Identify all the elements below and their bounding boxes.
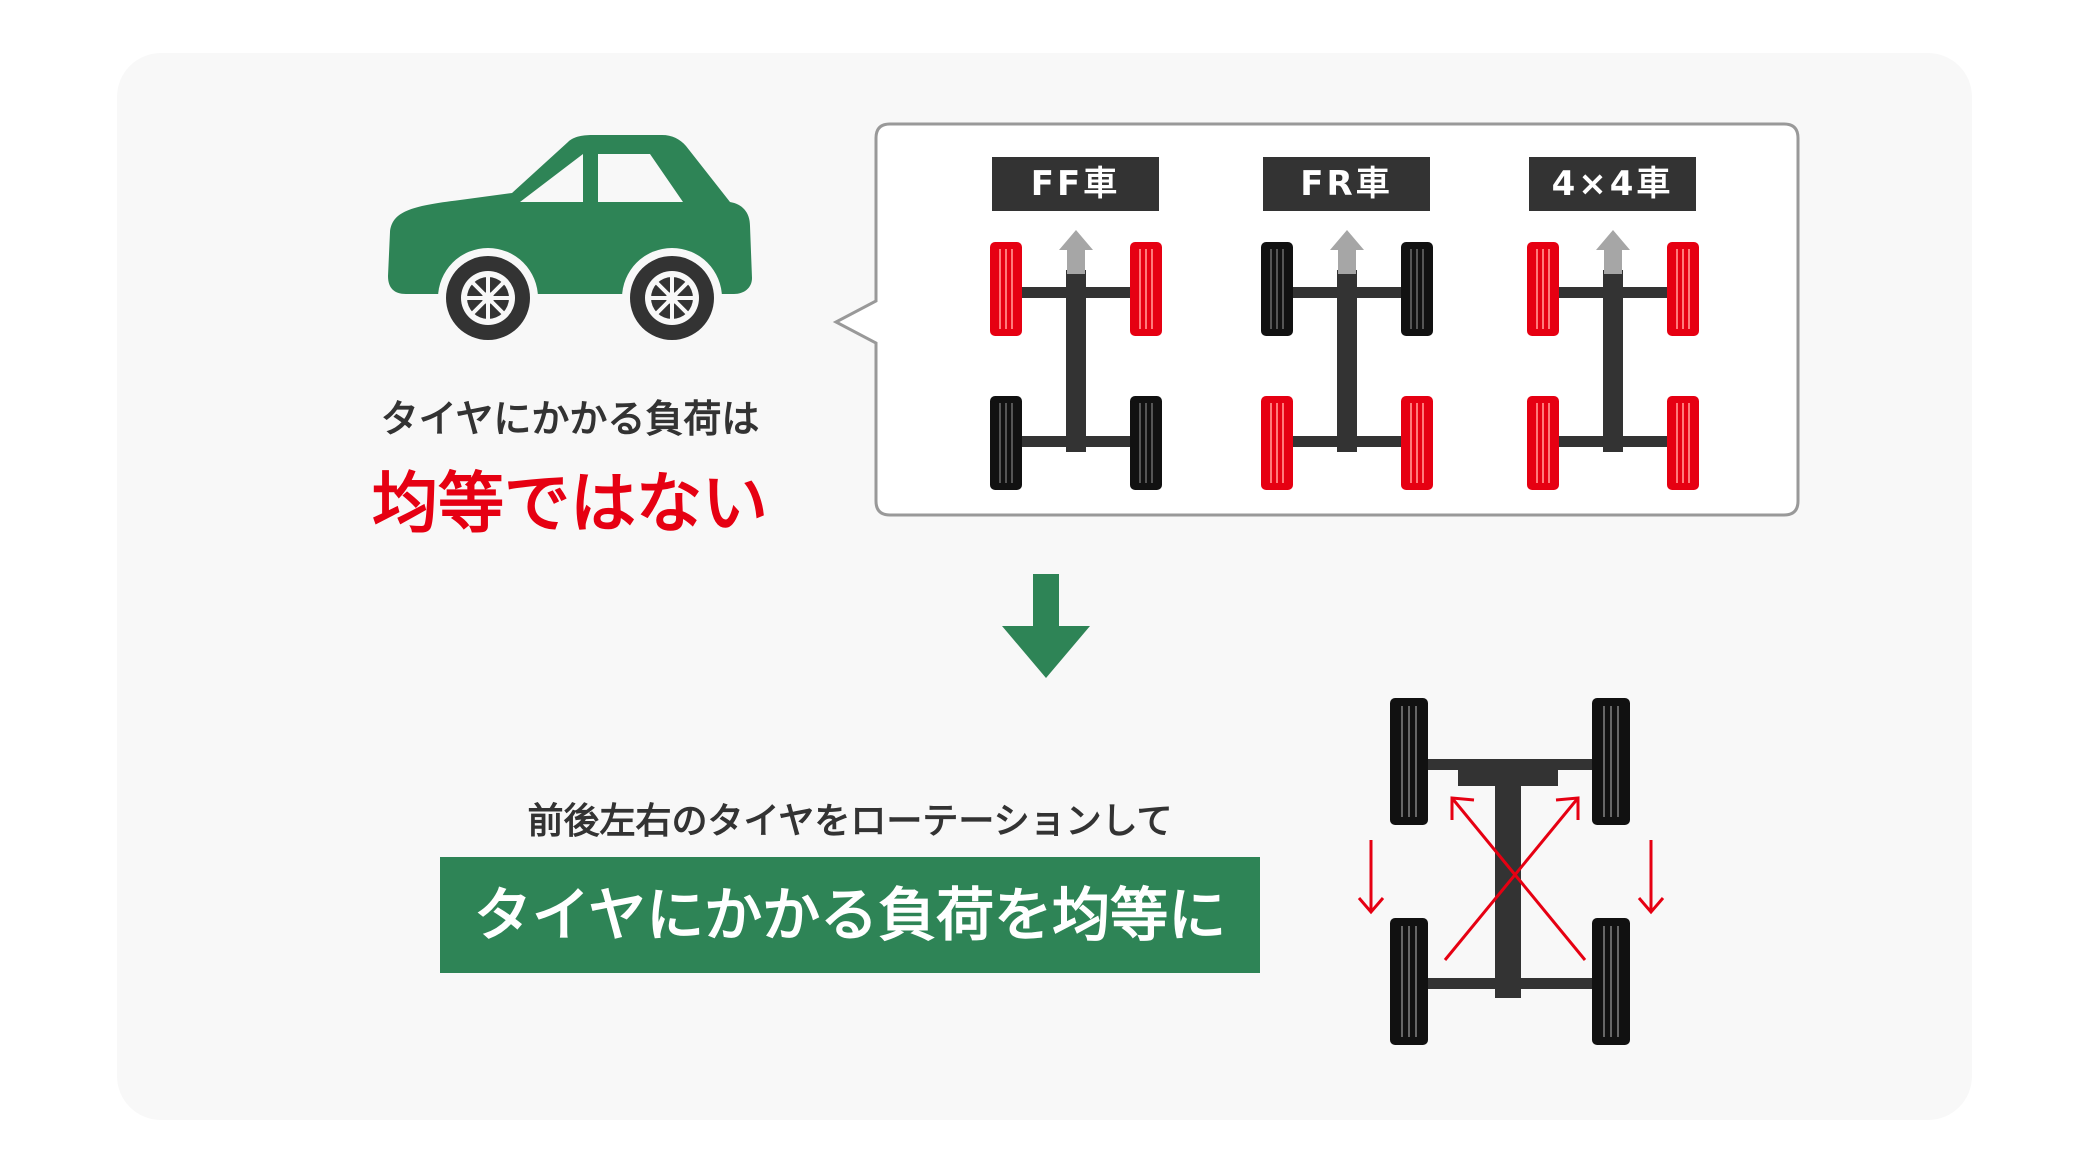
- down-arrow-icon: [1002, 574, 1090, 678]
- tire-rear-left: [1261, 396, 1293, 490]
- tire-rear-right: [1667, 396, 1699, 490]
- uneven-highlight: 均等ではない: [372, 465, 768, 542]
- center-shaft: [1337, 270, 1357, 452]
- tire-front-right: [1130, 242, 1162, 336]
- cross-arrow-right: [1443, 797, 1580, 961]
- tire-rear-right: [1130, 396, 1162, 490]
- front-axle: [1018, 287, 1136, 298]
- tire-front-left: [1527, 242, 1559, 336]
- chassis-diagram-ff: [990, 230, 1162, 490]
- chassis-diagram-4x4: [1527, 230, 1699, 490]
- center-shaft: [1066, 270, 1086, 452]
- conclusion-banner: タイヤにかかる負荷を均等に: [440, 857, 1260, 973]
- rear-axle: [1555, 436, 1673, 447]
- tire-rotation-diagram-icon: [1357, 698, 1665, 1045]
- front-axle: [1289, 287, 1407, 298]
- drive-type-label-4x4: 4×4車: [1529, 157, 1696, 211]
- tire-rear-left: [1390, 918, 1428, 1045]
- rotation-subtext: 前後左右のタイヤをローテーションして: [527, 801, 1173, 842]
- direction-arrow-icon: [1059, 230, 1093, 274]
- front-wheel: [438, 248, 538, 348]
- drive-type-label-ff: FF車: [992, 157, 1159, 211]
- tire-rear-right: [1592, 918, 1630, 1045]
- load-caption: タイヤにかかる負荷は: [380, 397, 760, 441]
- drive-type-label-fr: FR車: [1263, 157, 1430, 211]
- tire-front-left: [990, 242, 1022, 336]
- front-axle: [1555, 287, 1673, 298]
- tire-rear-right: [1401, 396, 1433, 490]
- tire-front-left: [1390, 698, 1428, 825]
- rear-axle: [1289, 436, 1407, 447]
- center-shaft: [1603, 270, 1623, 452]
- rear-axle: [1018, 436, 1136, 447]
- sedan-car-icon: [388, 135, 752, 348]
- conclusion-banner-text: タイヤにかかる負荷を均等に: [473, 881, 1227, 949]
- direction-arrow-icon: [1596, 230, 1630, 274]
- tire-rear-left: [1527, 396, 1559, 490]
- rear-wheel: [622, 248, 722, 348]
- tire-front-left: [1261, 242, 1293, 336]
- tire-front-right: [1667, 242, 1699, 336]
- chassis-diagram-fr: [1261, 230, 1433, 490]
- cross-arrow-left: [1450, 797, 1587, 961]
- tire-rear-left: [990, 396, 1022, 490]
- tire-front-right: [1592, 698, 1630, 825]
- tire-front-right: [1401, 242, 1433, 336]
- direction-arrow-icon: [1330, 230, 1364, 274]
